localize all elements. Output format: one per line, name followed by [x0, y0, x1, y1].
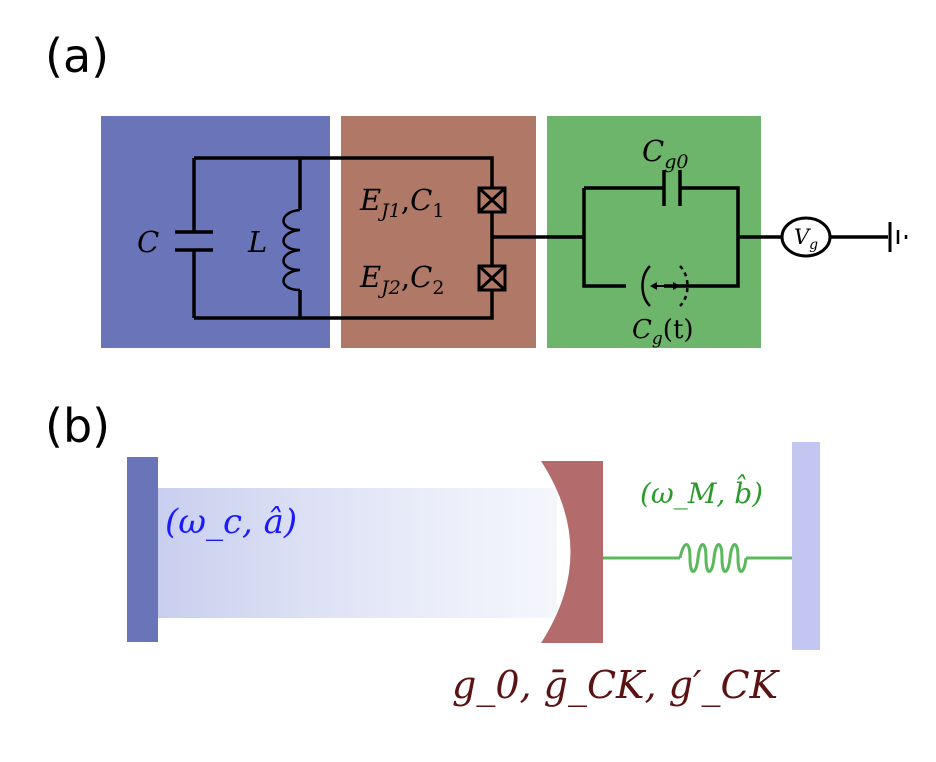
left-mirror [127, 457, 158, 642]
panel-a-label: (a) [45, 29, 109, 83]
josephson-junction-2-icon [477, 264, 507, 292]
lc-block [101, 116, 330, 348]
junction-1-label: EJ1,C1 [359, 183, 444, 222]
right-mirror [541, 461, 603, 643]
spring-icon [603, 543, 792, 573]
ground-icon [888, 222, 908, 252]
inductor-l-label: L [247, 225, 267, 259]
junction-block [341, 116, 536, 348]
cavity-mode-label: (ω_c, â) [165, 502, 297, 542]
voltage-source-label: Vg [794, 225, 818, 253]
variable-capacitor-icon [641, 265, 689, 307]
inductor-coil [282, 208, 301, 292]
coupling-constants-label: g_0, ḡ_CK, g′_CK [452, 663, 781, 708]
junction-2-label: EJ2,C2 [359, 260, 444, 299]
mechanical-mode-label: (ω_M, b̂) [640, 475, 763, 510]
josephson-junction-1-icon [477, 186, 507, 214]
capacitor-c-label: C [137, 225, 159, 259]
panel-b-label: (b) [45, 399, 110, 453]
top-wire [194, 156, 494, 188]
bottom-wire [194, 290, 494, 320]
anchor-wall [792, 442, 820, 650]
cap-g0-label: Cg0 [642, 134, 688, 173]
cap-gt-label: Cg(t) [632, 315, 694, 349]
cavity-field [157, 488, 557, 618]
